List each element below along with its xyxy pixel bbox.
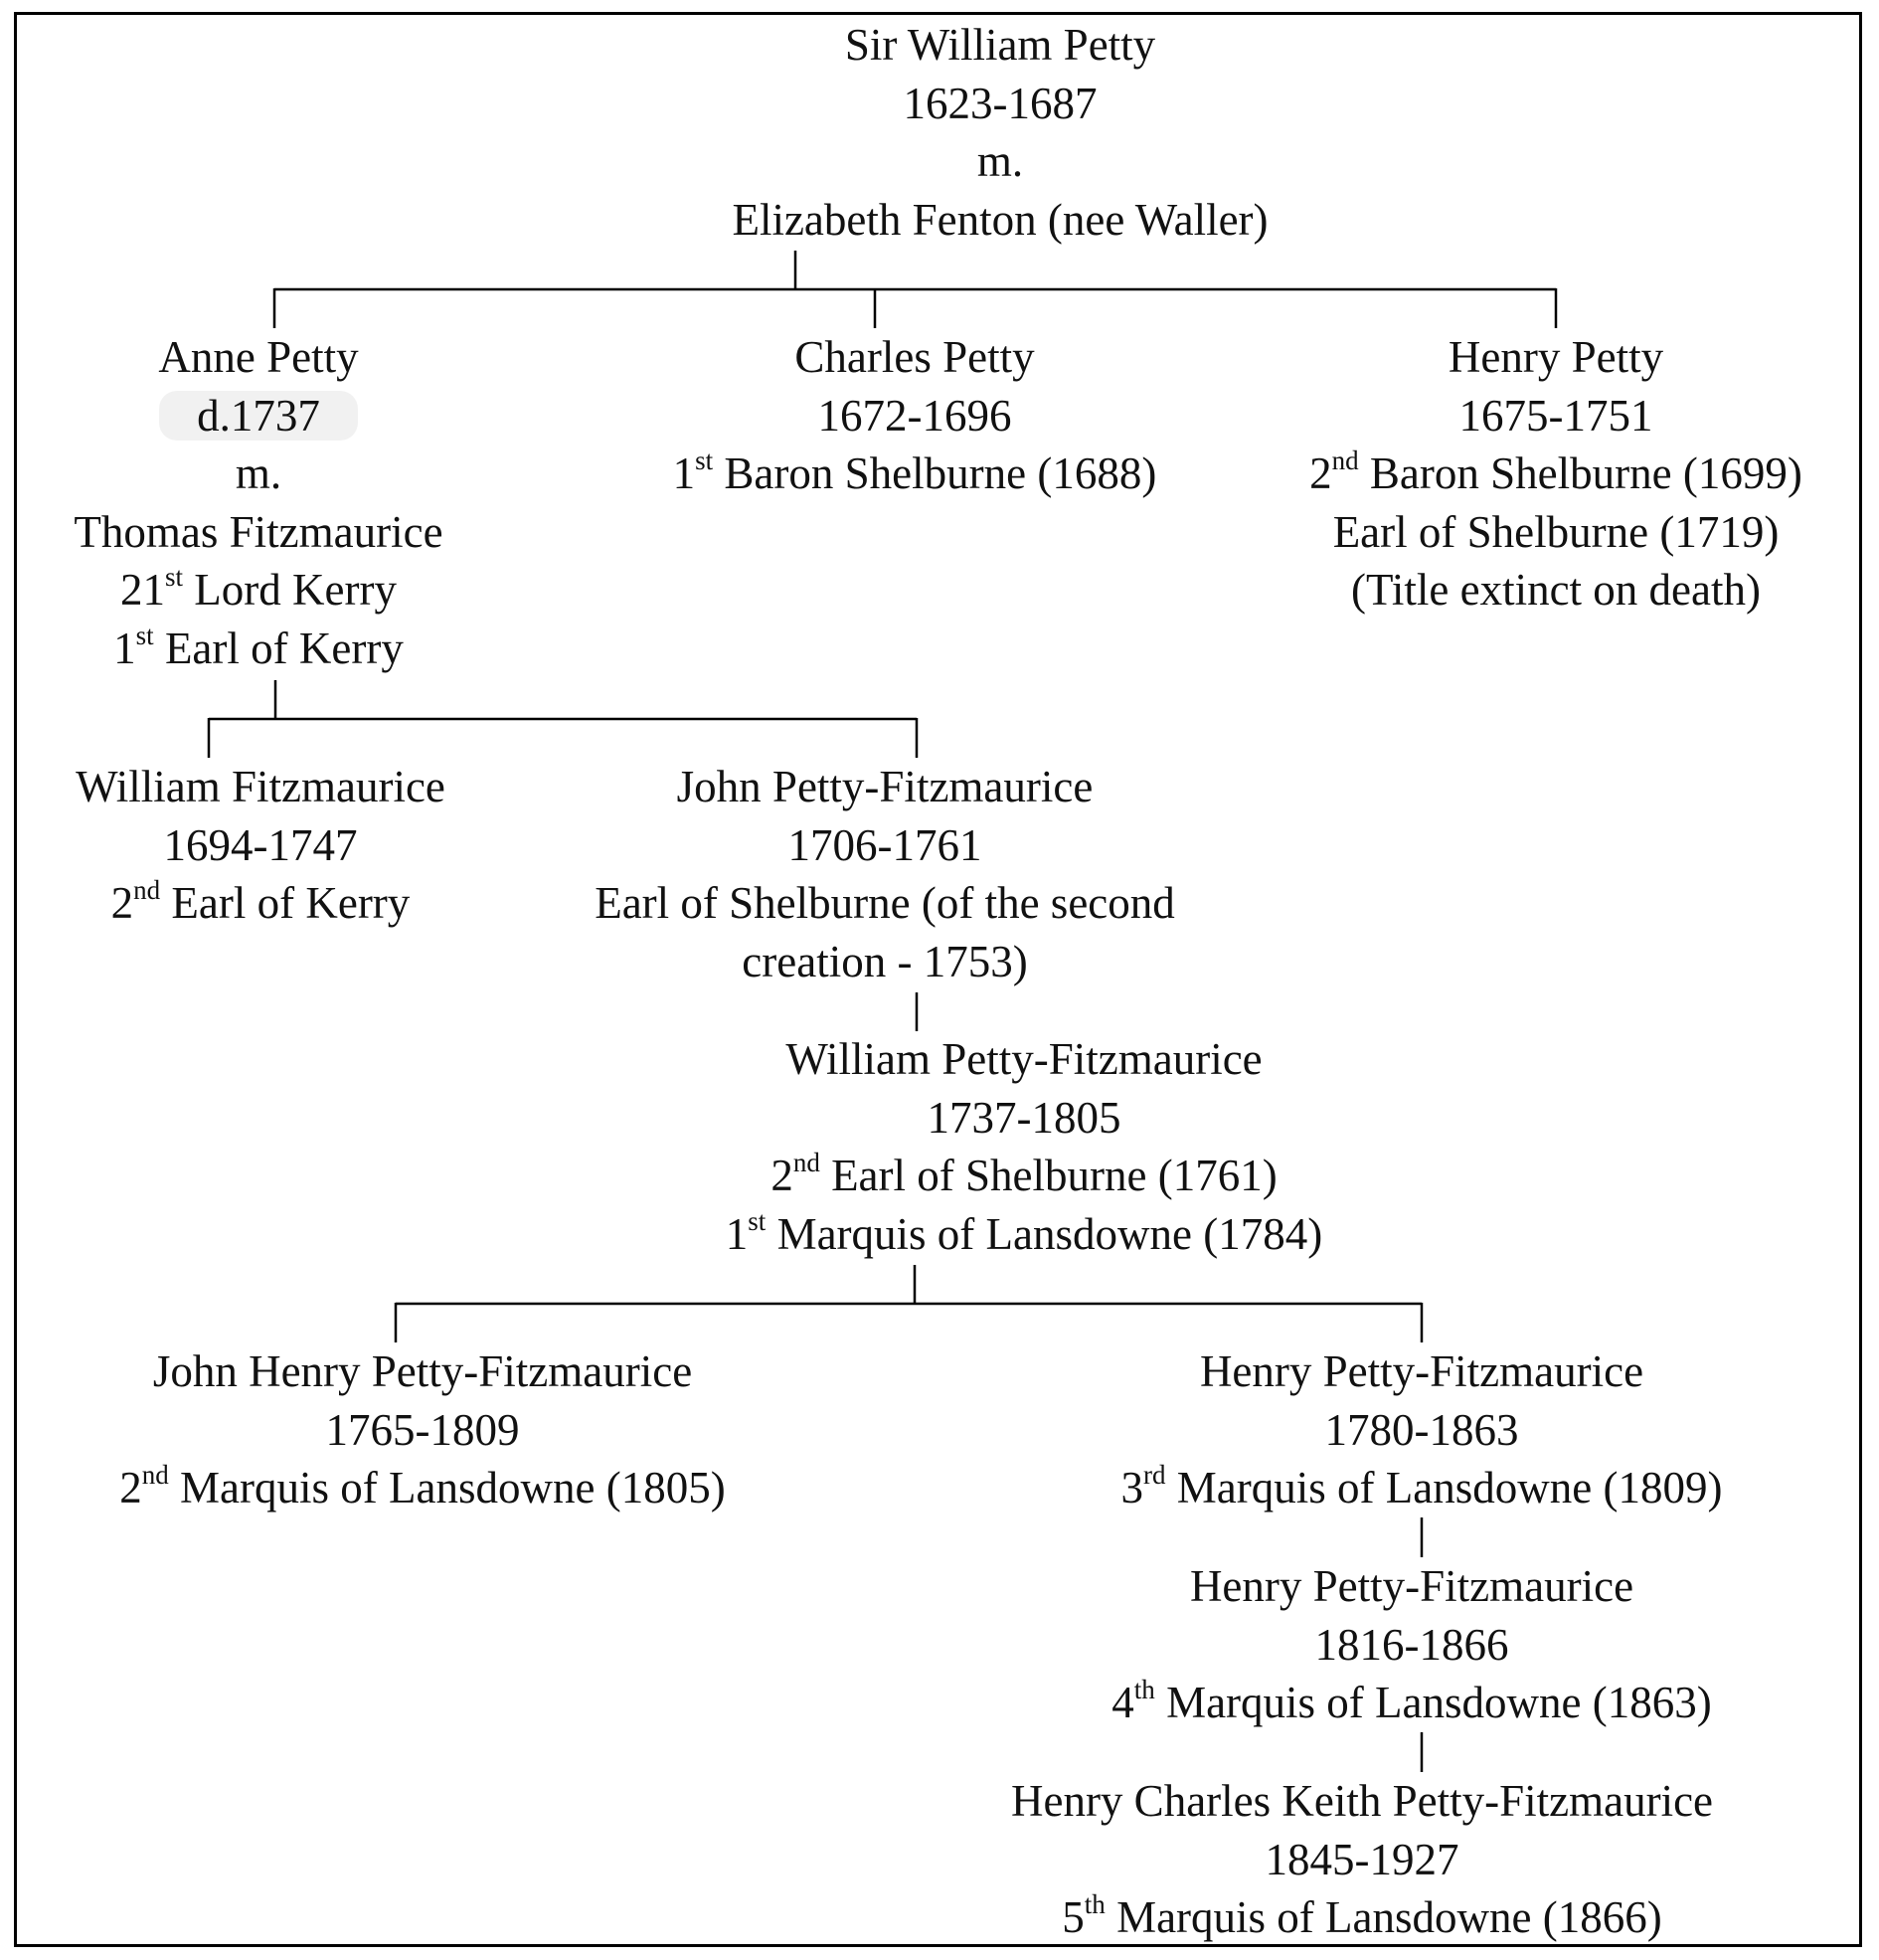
marriage-marker: m. — [235, 448, 282, 498]
ordinal-suffix: th — [1084, 1889, 1106, 1919]
text-fragment: 4 — [1111, 1678, 1134, 1727]
person-title-1: 2nd Earl of Shelburne (1761) — [656, 1147, 1392, 1205]
ordinal-suffix: th — [1133, 1675, 1155, 1704]
text-fragment: Marquis of Lansdowne (1863) — [1154, 1678, 1712, 1727]
text-fragment: Marquis of Lansdowne (1866) — [1105, 1892, 1662, 1942]
text-fragment: 2 — [770, 1151, 793, 1200]
text-fragment: Lord Kerry — [183, 565, 397, 615]
person-title: 1st Baron Shelburne (1688) — [616, 445, 1213, 503]
text-fragment: Marquis of Lansdowne (1809) — [1165, 1463, 1723, 1513]
person-dates: 1737-1805 — [927, 1092, 1121, 1143]
marriage-marker: m. — [976, 136, 1024, 186]
person-name: Henry Petty-Fitzmaurice — [1189, 1561, 1634, 1611]
ordinal-suffix: st — [165, 562, 184, 592]
spouse-title-1: 21st Lord Kerry — [0, 561, 517, 620]
text-fragment: Earl of Kerry — [160, 878, 411, 928]
person-dates: 1845-1927 — [1265, 1834, 1459, 1884]
person-john-henry-petty-fitzmaurice: John Henry Petty-Fitzmaurice 1765-1809 2… — [40, 1342, 805, 1517]
text-fragment: 1 — [672, 448, 696, 498]
person-william-fitzmaurice: William Fitzmaurice 1694-1747 2nd Earl o… — [0, 758, 521, 933]
text-fragment: 2 — [110, 878, 134, 928]
text-fragment: 5 — [1062, 1892, 1085, 1942]
death-date-highlight: d.1737 — [159, 390, 358, 441]
person-william-petty-fitzmaurice: William Petty-Fitzmaurice 1737-1805 2nd … — [656, 1030, 1392, 1263]
person-dates: 1706-1761 — [787, 819, 982, 870]
person-dates: 1672-1696 — [817, 390, 1012, 441]
text-fragment: Baron Shelburne (1699) — [1358, 448, 1802, 498]
person-dates: 1780-1863 — [1324, 1404, 1519, 1455]
spouse-name: Elizabeth Fenton (nee Waller) — [732, 194, 1269, 245]
person-name: Anne Petty — [158, 332, 359, 382]
diagram-frame — [14, 12, 1862, 1947]
person-dates: 1675-1751 — [1458, 390, 1653, 441]
spouse-name: Thomas Fitzmaurice — [74, 506, 443, 557]
person-dates: 1816-1866 — [1314, 1619, 1509, 1670]
ordinal-suffix: rd — [1143, 1460, 1166, 1490]
person-charles-petty: Charles Petty 1672-1696 1st Baron Shelbu… — [616, 328, 1213, 503]
person-name: Henry Charles Keith Petty-Fitzmaurice — [1010, 1776, 1714, 1826]
person-anne-petty: Anne Petty d.1737 m. Thomas Fitzmaurice … — [0, 328, 517, 677]
text-fragment: 1 — [725, 1208, 749, 1259]
person-note: (Title extinct on death) — [1350, 565, 1761, 615]
person-john-petty-fitzmaurice: John Petty-Fitzmaurice 1706-1761 Earl of… — [537, 758, 1233, 990]
person-henry-petty: Henry Petty 1675-1751 2nd Baron Shelburn… — [1253, 328, 1859, 620]
ordinal-suffix: st — [695, 445, 714, 475]
person-name: Sir William Petty — [844, 20, 1156, 70]
text-fragment: Marquis of Lansdowne (1784) — [766, 1208, 1323, 1259]
text-fragment: Earl of Shelburne (1761) — [819, 1151, 1278, 1200]
person-title-2: Earl of Shelburne (1719) — [1332, 506, 1780, 557]
person-dates: 1623-1687 — [903, 78, 1098, 128]
person-title-2: 1st Marquis of Lansdowne (1784) — [656, 1205, 1392, 1264]
person-william-petty: Sir William Petty 1623-1687 m. Elizabeth… — [497, 16, 1503, 249]
ordinal-suffix: nd — [141, 1460, 169, 1490]
person-name: William Petty-Fitzmaurice — [785, 1034, 1263, 1084]
ordinal-suffix: nd — [1331, 445, 1359, 475]
person-name: Charles Petty — [794, 332, 1035, 382]
person-name: Henry Petty-Fitzmaurice — [1199, 1346, 1644, 1396]
person-death: d.1737 — [0, 387, 517, 445]
person-dates: 1694-1747 — [163, 819, 358, 870]
text-fragment: 1 — [113, 623, 136, 673]
ordinal-suffix: st — [135, 620, 154, 650]
person-title: 2nd Earl of Kerry — [0, 874, 521, 933]
person-title: 3rd Marquis of Lansdowne (1809) — [1044, 1459, 1799, 1517]
text-fragment: Baron Shelburne (1688) — [713, 448, 1157, 498]
text-fragment: 2 — [1309, 448, 1332, 498]
text-fragment: Marquis of Lansdowne (1805) — [168, 1463, 726, 1513]
person-title: 2nd Baron Shelburne (1699) — [1253, 445, 1859, 503]
ordinal-suffix: nd — [133, 875, 161, 905]
person-name: John Henry Petty-Fitzmaurice — [152, 1346, 693, 1396]
text-fragment: 21 — [120, 565, 166, 615]
person-henry-petty-fitzmaurice-3rd: Henry Petty-Fitzmaurice 1780-1863 3rd Ma… — [1044, 1342, 1799, 1517]
person-title-line-1: Earl of Shelburne (of the second — [595, 878, 1175, 928]
text-fragment: 3 — [1120, 1463, 1144, 1513]
person-title: 5th Marquis of Lansdowne (1866) — [935, 1888, 1790, 1947]
person-name: Henry Petty — [1448, 332, 1664, 382]
person-name: John Petty-Fitzmaurice — [676, 762, 1094, 811]
person-dates: 1765-1809 — [325, 1404, 520, 1455]
person-title: 4th Marquis of Lansdowne (1863) — [1034, 1674, 1790, 1732]
text-fragment: Earl of Kerry — [153, 623, 404, 673]
spouse-title-2: 1st Earl of Kerry — [0, 620, 517, 678]
person-title: 2nd Marquis of Lansdowne (1805) — [40, 1459, 805, 1517]
person-henry-charles-keith-petty-fitzmaurice: Henry Charles Keith Petty-Fitzmaurice 18… — [935, 1772, 1790, 1947]
ordinal-suffix: nd — [792, 1148, 820, 1177]
person-henry-petty-fitzmaurice-4th: Henry Petty-Fitzmaurice 1816-1866 4th Ma… — [1034, 1557, 1790, 1732]
text-fragment: 2 — [119, 1463, 142, 1513]
ordinal-suffix: st — [748, 1205, 767, 1236]
person-title-line-2: creation - 1753) — [742, 936, 1028, 986]
person-name: William Fitzmaurice — [76, 762, 445, 811]
